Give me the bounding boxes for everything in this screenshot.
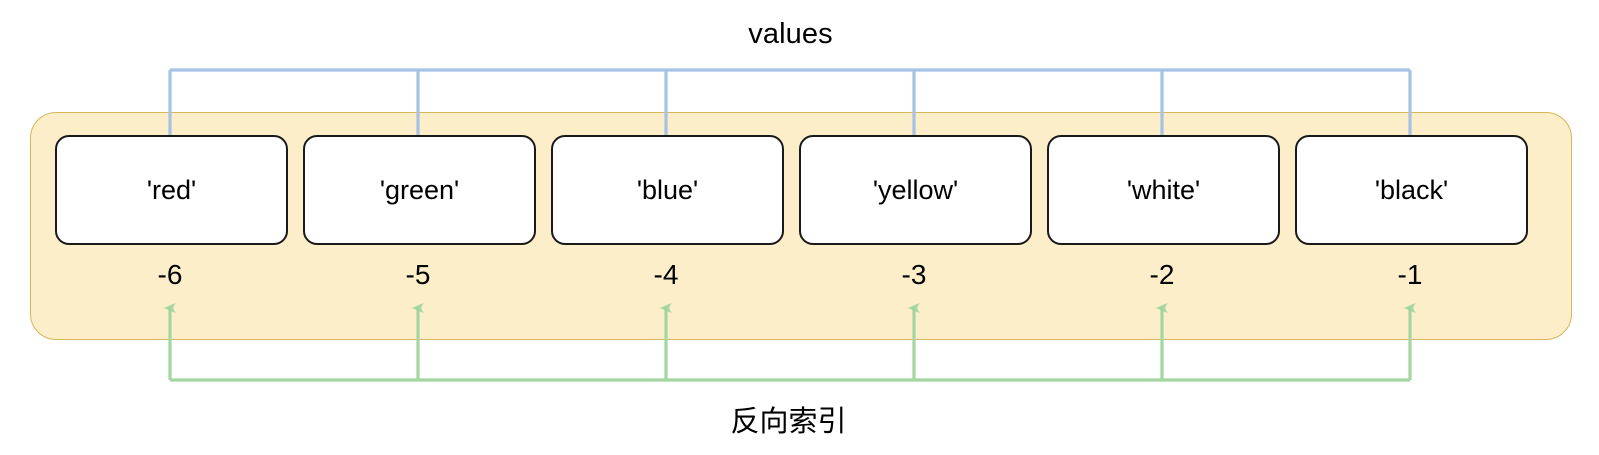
value-cell-text: 'yellow' bbox=[872, 174, 959, 205]
index-bus-line bbox=[164, 302, 1416, 382]
negative-index-label: -4 bbox=[653, 259, 679, 290]
negative-index-label: -3 bbox=[901, 259, 927, 290]
value-cell: 'yellow' bbox=[799, 135, 1032, 245]
reverse-index-label-text: 反向索引 bbox=[730, 406, 847, 438]
value-cell: 'black' bbox=[1295, 135, 1528, 245]
negative-index-label: -2 bbox=[1149, 259, 1175, 290]
value-cell-text: 'red' bbox=[146, 174, 197, 205]
value-cell: 'green' bbox=[303, 135, 536, 245]
value-cell-text: 'blue' bbox=[636, 174, 699, 205]
value-cell: 'red' bbox=[55, 135, 288, 245]
value-cell-text: 'black' bbox=[1374, 174, 1449, 205]
value-cell: 'blue' bbox=[551, 135, 784, 245]
negative-index-label: -1 bbox=[1397, 259, 1423, 290]
value-cell-text: 'white' bbox=[1126, 174, 1201, 205]
values-label: values bbox=[0, 18, 1599, 51]
negative-index-label: -6 bbox=[157, 259, 183, 290]
values-label-text: values bbox=[748, 18, 833, 50]
reverse-index-label: 反向索引 bbox=[0, 398, 1599, 440]
value-cell: 'white' bbox=[1047, 135, 1280, 245]
value-cell-text: 'green' bbox=[379, 174, 460, 205]
negative-index-label: -5 bbox=[405, 259, 431, 290]
